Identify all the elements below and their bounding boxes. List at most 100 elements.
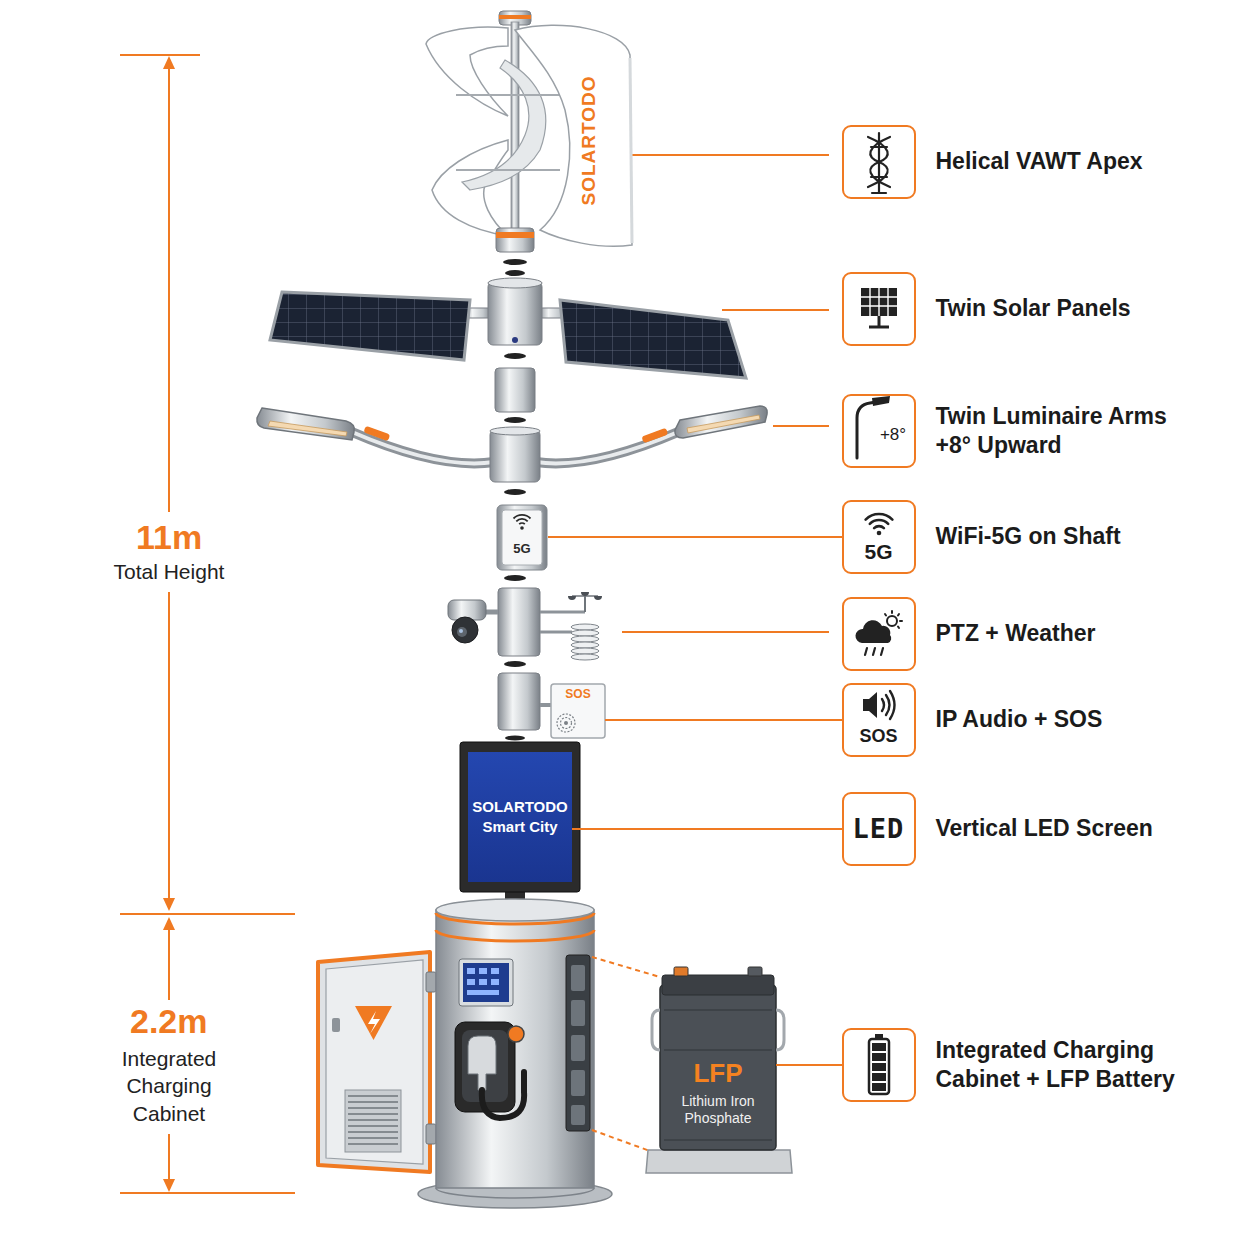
- sos-module: [564, 721, 568, 725]
- luminaire-arm: [490, 427, 540, 435]
- callout-box: Helical VAWT Apex: [842, 125, 916, 199]
- callout-icon: [855, 620, 891, 643]
- charging-cabinet: [571, 965, 585, 991]
- callout-icon: [885, 611, 902, 628]
- ptz-weather-module: [571, 624, 599, 660]
- text-slot: Helical VAWT Apex: [936, 147, 1191, 175]
- dimension-value: 2.2m: [126, 1003, 212, 1040]
- cabinet-door: [355, 1006, 392, 1040]
- wifi-module: [504, 575, 526, 581]
- callout-icon: [871, 176, 887, 178]
- ptz-weather-module: [571, 630, 599, 636]
- callout-icon: [868, 137, 890, 187]
- luminaire-arm: [675, 406, 767, 438]
- wind-turbine: [426, 27, 508, 116]
- dimension-line: [168, 62, 170, 512]
- led-screen: [460, 742, 580, 906]
- charging-cabinet: [467, 979, 475, 985]
- cabinet-door: [318, 952, 430, 1172]
- charging-cabinet: [571, 1035, 585, 1061]
- callout-icon: [882, 691, 895, 719]
- callout-icon: [861, 288, 897, 316]
- lfp-battery: [660, 985, 776, 1150]
- callout-icon: [887, 616, 897, 626]
- charging-cabinet: [436, 899, 594, 921]
- wind-turbine: [511, 22, 519, 234]
- lfp-battery: [748, 967, 762, 976]
- dimension-line: [168, 1134, 170, 1186]
- dimension-line: [168, 592, 170, 904]
- ptz-weather-module: [540, 631, 572, 634]
- text-slot: Twin Solar Panels: [936, 294, 1191, 322]
- solar-panel: [512, 337, 518, 343]
- callout-icon: [866, 514, 893, 535]
- callout-icon: [872, 1063, 886, 1071]
- angle-mark: +8°: [874, 426, 912, 445]
- wind-turbine: [630, 58, 632, 243]
- label-slot: 11m: [132, 519, 206, 556]
- lfp-battery: [662, 975, 774, 995]
- wind-turbine: [496, 228, 534, 252]
- leader-line: [722, 309, 829, 311]
- wind-turbine: [496, 232, 534, 238]
- callout-label: Helical VAWT Apex: [936, 147, 1191, 175]
- text-slot: Lithium Iron Phosphate: [670, 1093, 766, 1127]
- cabinet-door: [426, 972, 436, 992]
- sos-module: [557, 714, 575, 732]
- callout-label: PTZ + Weather: [936, 619, 1191, 647]
- luminaire-arm: [363, 426, 390, 441]
- pole-segment: [495, 368, 535, 412]
- ptz-weather-module: [452, 617, 478, 643]
- text-slot: PTZ + Weather: [936, 619, 1191, 647]
- callout-icon: [868, 133, 890, 193]
- text-slot: 5G: [496, 542, 548, 556]
- charging-cabinet: [479, 968, 487, 974]
- label-slot: Total Height: [111, 558, 228, 585]
- ptz-weather-module: [448, 588, 602, 667]
- charging-cabinet: [467, 968, 475, 974]
- charging-cabinet: [468, 1036, 496, 1090]
- ptz-weather-module: [571, 624, 599, 630]
- label-slot: Integrated Charging Cabinet: [113, 1045, 225, 1127]
- dimension-arrow: [163, 917, 175, 930]
- leader-connector: [572, 828, 842, 830]
- callout-box: Twin Solar Panels: [842, 272, 916, 346]
- callout-icon: [871, 146, 887, 148]
- callout-icon: [865, 648, 883, 655]
- callout-label: Integrated Charging Cabinet + LFP Batter…: [936, 1036, 1191, 1092]
- luminaire-arm: [257, 406, 767, 495]
- wind-turbine: [456, 94, 560, 96]
- explode-line: [592, 957, 660, 977]
- text-slot: +8°: [874, 426, 912, 445]
- callout-icon: [857, 402, 876, 458]
- charging-cabinet: [436, 913, 594, 924]
- callout-icon: [875, 1034, 883, 1039]
- callout-icon: [855, 611, 902, 655]
- icon-text: LED: [844, 814, 913, 844]
- pole-segment: [495, 368, 535, 423]
- text-slot: Twin Luminaire Arms +8° Upward: [936, 402, 1191, 458]
- callout-label: Twin Solar Panels: [936, 294, 1191, 322]
- cabinet-door: [326, 960, 423, 1164]
- dimension-line: [168, 924, 170, 1000]
- solar-panel: [504, 353, 526, 359]
- ptz-weather-module: [571, 654, 599, 660]
- luminaire-arm: [641, 428, 668, 443]
- text-slot: Vertical LED Screen: [936, 814, 1191, 842]
- sos-module: [498, 673, 540, 730]
- sos-module: [561, 718, 572, 729]
- alarm-box: SOS: [551, 684, 605, 738]
- callout-box: 5GWiFi-5G on Shaft: [842, 500, 916, 574]
- callout-icon: [869, 326, 889, 329]
- callout-icon: [874, 526, 884, 528]
- cabinet-door: [332, 1018, 340, 1032]
- lfp-battery: [776, 1010, 784, 1050]
- callout-icon: [863, 691, 895, 719]
- callout-box: LEDVertical LED Screen: [842, 792, 916, 866]
- leader-line: [622, 155, 829, 632]
- ptz-weather-module: [581, 592, 589, 596]
- solar-panel: [488, 282, 542, 345]
- alarm-text: SOS: [551, 688, 605, 701]
- wifi-module: [497, 505, 547, 570]
